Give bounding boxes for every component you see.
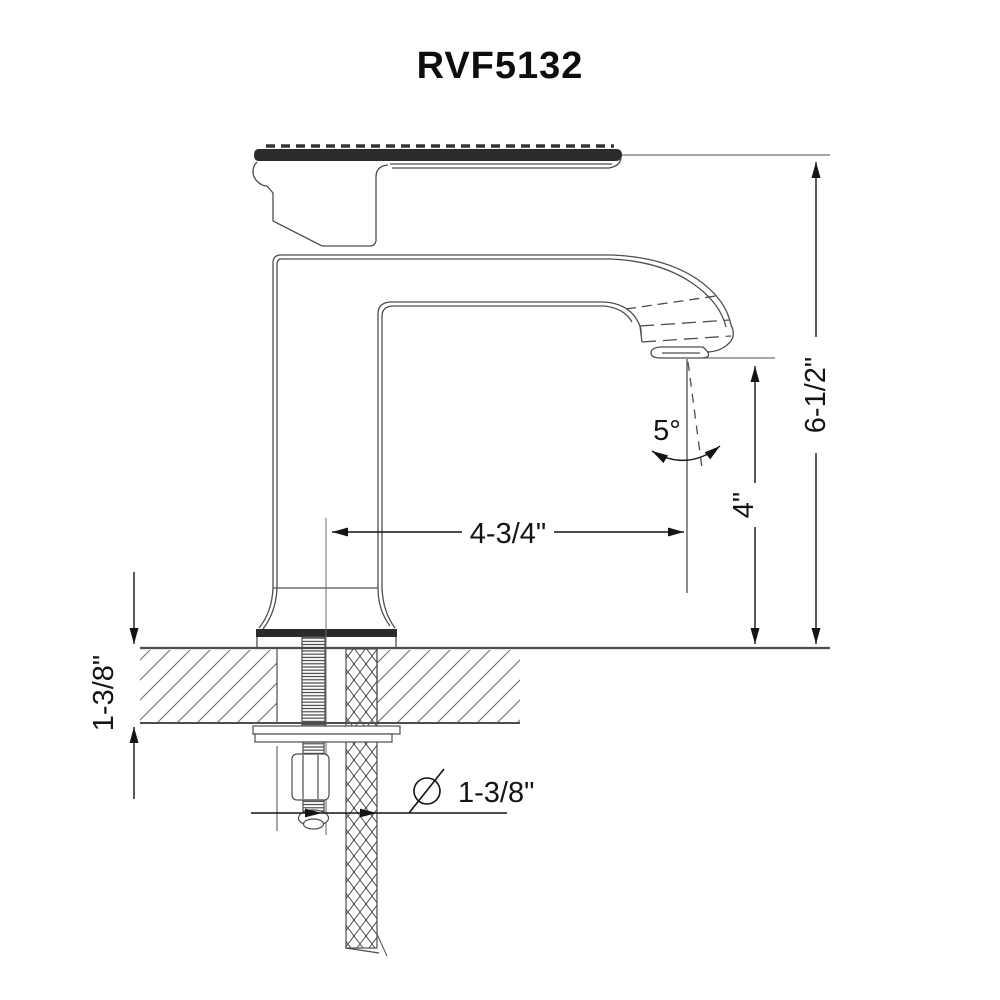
nut-body: [291, 753, 330, 801]
base-flare-right-inner: [381, 587, 396, 629]
mounting-washer-plate: [252, 725, 401, 735]
body-top-outline: [281, 254, 732, 326]
hole-diameter-arrow-right: [360, 808, 377, 818]
faucet-illustration: [252, 144, 734, 648]
spout-reach-label-backing: [462, 514, 554, 546]
spout-height-label-backing: [727, 483, 759, 527]
dim-spout-reach: 4-3/4": [332, 514, 684, 550]
handle-base: [266, 164, 389, 247]
spout-reach-label: 4-3/4": [470, 518, 546, 550]
swivel-angle-arc: [651, 445, 721, 464]
base-flare-left-inner: [262, 587, 278, 630]
counter-hatch-right: [377, 650, 520, 722]
hose-end-cut: [345, 947, 380, 954]
dim-deck-thickness: 1-3/8": [88, 572, 139, 799]
water-stream: [686, 359, 703, 593]
lever-end-cap: [608, 157, 622, 169]
deck-thickness-label: 1-3/8": [88, 655, 120, 731]
braided-hose: [345, 648, 378, 949]
base-flare-right: [377, 587, 391, 627]
overall-height-label: 6-1/2": [800, 357, 832, 433]
mounting-nut: [291, 753, 330, 801]
diameter-symbol-slash: [408, 768, 445, 814]
swivel-angle-label: 5°: [653, 415, 681, 447]
diameter-symbol-icon: [408, 768, 445, 814]
spout-tip-band-top: [639, 319, 731, 327]
hose-end-tail: [376, 933, 388, 957]
hole-diameter-arrow-left: [305, 808, 322, 818]
lever-left-hook: [252, 161, 268, 187]
handle-lever: [252, 144, 622, 187]
stream-angled-line: [687, 361, 703, 469]
threaded-shank: [301, 636, 326, 727]
drawing-title: RVF5132: [417, 45, 584, 87]
countertop-cross-section: [140, 646, 830, 724]
body-left-edge-inner: [276, 258, 282, 588]
shank-threads-upper: [302, 741, 325, 755]
body-right-edge-inner: [381, 305, 633, 588]
dimension-annotations: 6-1/2" 4" 4-3/4" 5°: [88, 154, 832, 831]
spout-tip-band-bottom: [641, 335, 732, 343]
body-left-edge: [272, 254, 282, 588]
spout-tip-right-face: [730, 324, 734, 342]
shank-end-cap-tip: [302, 818, 325, 830]
diameter-symbol-circle: [413, 777, 441, 805]
dim-spout-height: 4": [695, 357, 775, 644]
dim-hole-diameter: 1-3/8": [251, 746, 534, 831]
aerator: [650, 346, 710, 359]
body-top-outline-inner: [281, 258, 727, 328]
overall-height-label-backing: [797, 337, 831, 453]
spout-height-label: 4": [728, 492, 760, 518]
dim-swivel-angle: 5°: [651, 415, 721, 464]
lever-bar: [254, 149, 622, 161]
mounting-washer-plate-lower: [254, 733, 393, 743]
spout-tip-joint: [625, 295, 717, 310]
under-counter-hardware: [252, 636, 401, 957]
dim-overall-height: 6-1/2": [622, 154, 832, 644]
spout-tip-left-face: [639, 325, 643, 343]
supply-hose: [345, 648, 388, 957]
hole-diameter-label: 1-3/8": [458, 777, 534, 809]
spout-tip: [625, 295, 734, 353]
base-flare-left: [258, 587, 274, 629]
counter-hatch-left: [140, 650, 277, 722]
